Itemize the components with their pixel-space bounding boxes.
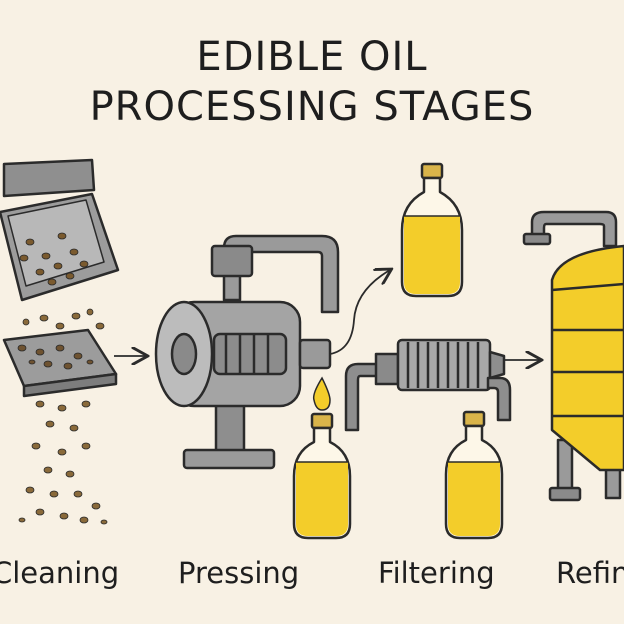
- title-line-2: PROCESSING STAGES: [89, 84, 535, 130]
- oil-press-icon: [154, 234, 340, 470]
- arrow-press-to-bottle: [329, 270, 390, 355]
- oil-drop-icon: [312, 376, 331, 411]
- oil-bottle-icon: [292, 412, 352, 540]
- refining-tank-icon: [522, 210, 624, 502]
- title-line-1: EDIBLE OIL: [196, 34, 428, 80]
- oil-bottle-icon: [444, 410, 504, 540]
- stage-label-filtering: Filtering: [378, 556, 495, 590]
- seed-tray-icon: [2, 328, 118, 398]
- stage-label-cleaning: Cleaning: [0, 556, 120, 590]
- hopper-icon: [0, 158, 120, 302]
- hopper-seeds: [19, 232, 89, 286]
- stage-label-refining: Refin: [556, 556, 624, 590]
- filter-press-icon: [344, 338, 512, 432]
- stage-label-pressing: Pressing: [178, 556, 300, 590]
- falling-seeds-top: [22, 308, 105, 330]
- oil-bottle-icon: [400, 162, 464, 298]
- falling-seeds-bottom: [18, 400, 108, 525]
- tray-seeds: [17, 344, 94, 370]
